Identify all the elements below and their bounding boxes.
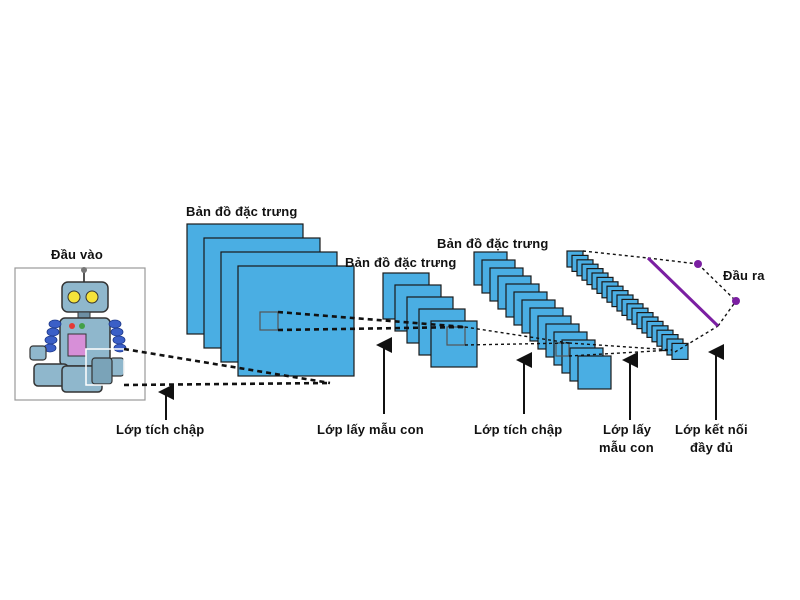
layer-arrows <box>158 337 724 420</box>
subsample-label-1: Lớp lấy mẫu con <box>317 422 424 437</box>
feature-map <box>671 342 689 360</box>
feature-maps-2 <box>382 272 478 368</box>
feature-maps-1 <box>186 223 355 377</box>
conv-layer-label-1: Lớp tích chập <box>116 422 204 437</box>
output-node-2 <box>732 297 740 305</box>
subsample-label-2-line1: Lớp lấy <box>603 422 652 437</box>
feature-map <box>430 320 478 368</box>
feature-map-label-2: Bản đồ đặc trưng <box>345 255 457 270</box>
receptive-field-2 <box>446 326 466 346</box>
fc-label-line2: đầy đủ <box>690 440 733 455</box>
output-label: Đầu ra <box>723 268 765 283</box>
fc-label-line1: Lớp kết nối <box>675 422 748 437</box>
feature-maps-4 <box>566 250 689 360</box>
feature-map <box>237 265 355 377</box>
robot-icon <box>29 267 127 393</box>
feature-map <box>577 355 612 390</box>
input-image <box>14 267 146 401</box>
output-node-1 <box>694 260 702 268</box>
conv-layer-label-2: Lớp tích chập <box>474 422 562 437</box>
receptive-field-1 <box>259 311 279 331</box>
feature-map-label-3: Bản đồ đặc trưng <box>437 236 549 251</box>
connection-lines <box>123 250 737 387</box>
subsample-label-2-line2: mẫu con <box>599 440 654 455</box>
feature-map-label-1: Bản đồ đặc trưng <box>186 204 298 219</box>
input-label: Đầu vào <box>51 247 103 262</box>
fully-connected-layer <box>646 256 720 328</box>
